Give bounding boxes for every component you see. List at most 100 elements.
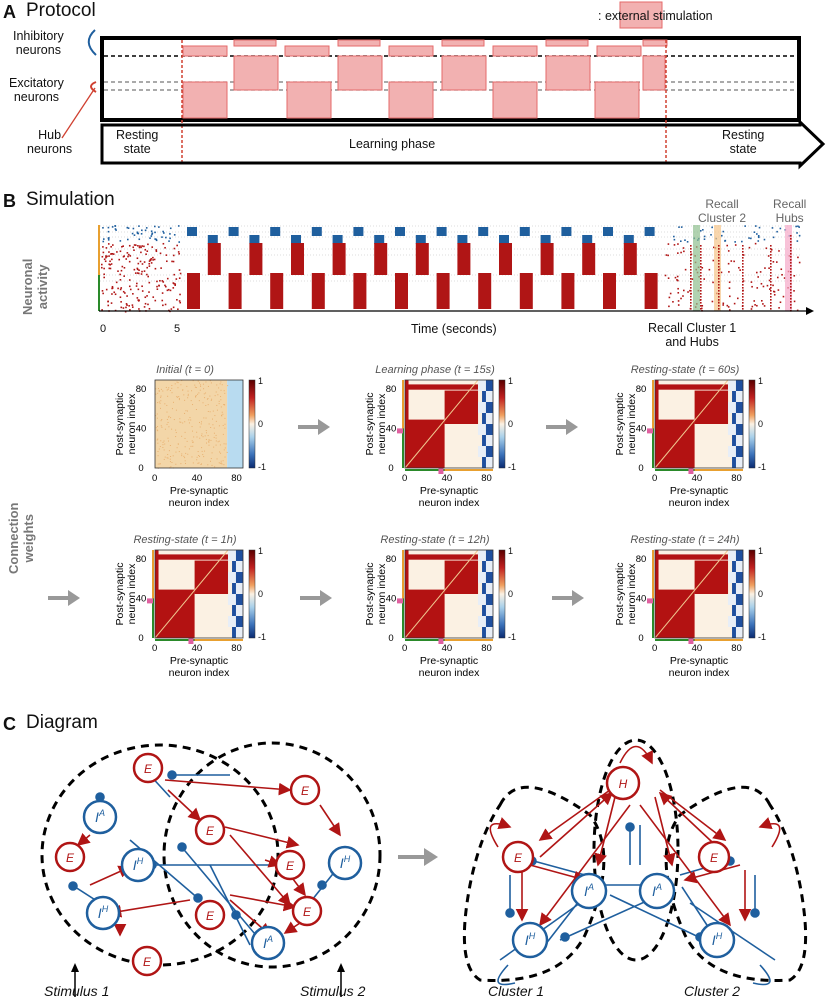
svg-text:40: 40 <box>192 643 203 654</box>
svg-text:0: 0 <box>638 463 643 474</box>
svg-text:E: E <box>514 851 523 865</box>
svg-text:Pre-synaptic: Pre-synaptic <box>420 655 478 667</box>
svg-text:40: 40 <box>636 423 647 434</box>
matrix-title: Resting-state (t = 1h) <box>133 534 237 546</box>
svg-text:-1: -1 <box>758 632 766 642</box>
svg-text:E: E <box>143 955 152 969</box>
arrow-right-1 <box>298 419 330 435</box>
svg-text:40: 40 <box>692 643 703 654</box>
svg-text:0: 0 <box>402 643 407 654</box>
svg-text:IH: IH <box>133 856 144 873</box>
svg-text:0: 0 <box>258 419 263 429</box>
svg-text:Pre-synaptic: Pre-synaptic <box>170 485 228 497</box>
svg-text:80: 80 <box>731 473 742 484</box>
svg-text:Pre-synaptic: Pre-synaptic <box>170 655 228 667</box>
svg-text:E: E <box>66 851 75 865</box>
svg-text:-1: -1 <box>258 462 266 472</box>
svg-text:IH: IH <box>340 854 351 871</box>
stimulus1-label: Stimulus 1 <box>44 983 110 999</box>
inhibitory-label: Inhibitory neurons <box>13 29 64 57</box>
svg-text:IH: IH <box>525 931 536 948</box>
svg-text:-1: -1 <box>508 462 516 472</box>
svg-text:Post-synapticneuron index: Post-synapticneuron index <box>114 562 138 625</box>
svg-text:E: E <box>301 784 310 798</box>
protocol-box <box>100 36 801 122</box>
svg-text:80: 80 <box>481 473 492 484</box>
svg-text:neuron index: neuron index <box>669 497 730 509</box>
svg-text:0: 0 <box>152 473 157 484</box>
svg-text:80: 80 <box>731 643 742 654</box>
svg-text:80: 80 <box>231 473 242 484</box>
svg-text:0: 0 <box>138 463 143 474</box>
matrix-title: Resting-state (t = 12h) <box>380 534 490 546</box>
svg-text:-1: -1 <box>758 462 766 472</box>
time-tick-5: 5 <box>174 323 181 335</box>
panel-c-title: Diagram <box>26 712 98 733</box>
svg-text:IA: IA <box>95 808 105 825</box>
svg-text:40: 40 <box>636 593 647 604</box>
svg-text:80: 80 <box>136 554 147 565</box>
svg-text:1: 1 <box>758 546 763 556</box>
svg-text:E: E <box>144 762 153 776</box>
svg-text:0: 0 <box>758 419 763 429</box>
svg-text:Pre-synaptic: Pre-synaptic <box>670 485 728 497</box>
svg-text:40: 40 <box>386 593 397 604</box>
hub-label: Hub neurons <box>27 128 73 156</box>
svg-text:0: 0 <box>152 643 157 654</box>
svg-text:-1: -1 <box>508 632 516 642</box>
svg-text:0: 0 <box>652 473 657 484</box>
svg-text:1: 1 <box>258 546 263 556</box>
recall-cluster2-label: Recall Cluster 2 <box>698 197 747 225</box>
svg-text:Post-synapticneuron index: Post-synapticneuron index <box>614 392 638 455</box>
matrix-title: Resting-state (t = 24h) <box>630 534 740 546</box>
svg-text:0: 0 <box>508 419 513 429</box>
svg-text:IA: IA <box>584 882 594 899</box>
svg-text:80: 80 <box>636 384 647 395</box>
matrix-title: Resting-state (t = 60s) <box>630 364 740 376</box>
svg-text:0: 0 <box>402 473 407 484</box>
svg-text:Post-synapticneuron index: Post-synapticneuron index <box>364 562 388 625</box>
svg-text:40: 40 <box>192 473 203 484</box>
svg-text:40: 40 <box>136 593 147 604</box>
stimulation-blocks <box>182 39 668 119</box>
svg-text:IA: IA <box>263 934 273 951</box>
svg-text:40: 40 <box>136 423 147 434</box>
recall-hubs-label: Recall Hubs <box>773 197 807 225</box>
svg-text:0: 0 <box>388 463 393 474</box>
svg-text:E: E <box>710 851 719 865</box>
timeline-arrow <box>100 118 826 170</box>
svg-text:Pre-synaptic: Pre-synaptic <box>670 655 728 667</box>
svg-text:1: 1 <box>508 376 513 386</box>
svg-text:Post-synapticneuron index: Post-synapticneuron index <box>114 392 138 455</box>
raster-plot <box>98 225 814 315</box>
panel-a-letter: A <box>3 2 16 22</box>
svg-text:E: E <box>303 905 312 919</box>
excitatory-label: Excitatory neurons <box>9 76 64 104</box>
svg-text:IH: IH <box>712 931 723 948</box>
svg-text:0: 0 <box>508 589 513 599</box>
svg-text:40: 40 <box>442 473 453 484</box>
svg-text:1: 1 <box>758 376 763 386</box>
svg-text:80: 80 <box>231 643 242 654</box>
svg-text:IH: IH <box>98 904 109 921</box>
panel-b-title: Simulation <box>26 189 115 210</box>
svg-text:0: 0 <box>758 589 763 599</box>
svg-text:Pre-synaptic: Pre-synaptic <box>420 485 478 497</box>
panel-b-letter: B <box>3 191 16 211</box>
svg-text:0: 0 <box>652 643 657 654</box>
svg-text:80: 80 <box>136 384 147 395</box>
svg-text:0: 0 <box>638 633 643 644</box>
svg-text:E: E <box>206 909 215 923</box>
arrow-right-3 <box>48 590 80 606</box>
time-axis-label: Time (seconds) <box>411 322 497 336</box>
arrow-right-4 <box>300 590 332 606</box>
svg-text:0: 0 <box>388 633 393 644</box>
cluster2-label: Cluster 2 <box>684 983 741 999</box>
svg-text:IA: IA <box>652 882 662 899</box>
svg-text:80: 80 <box>481 643 492 654</box>
cluster1-label: Cluster 1 <box>488 983 545 999</box>
